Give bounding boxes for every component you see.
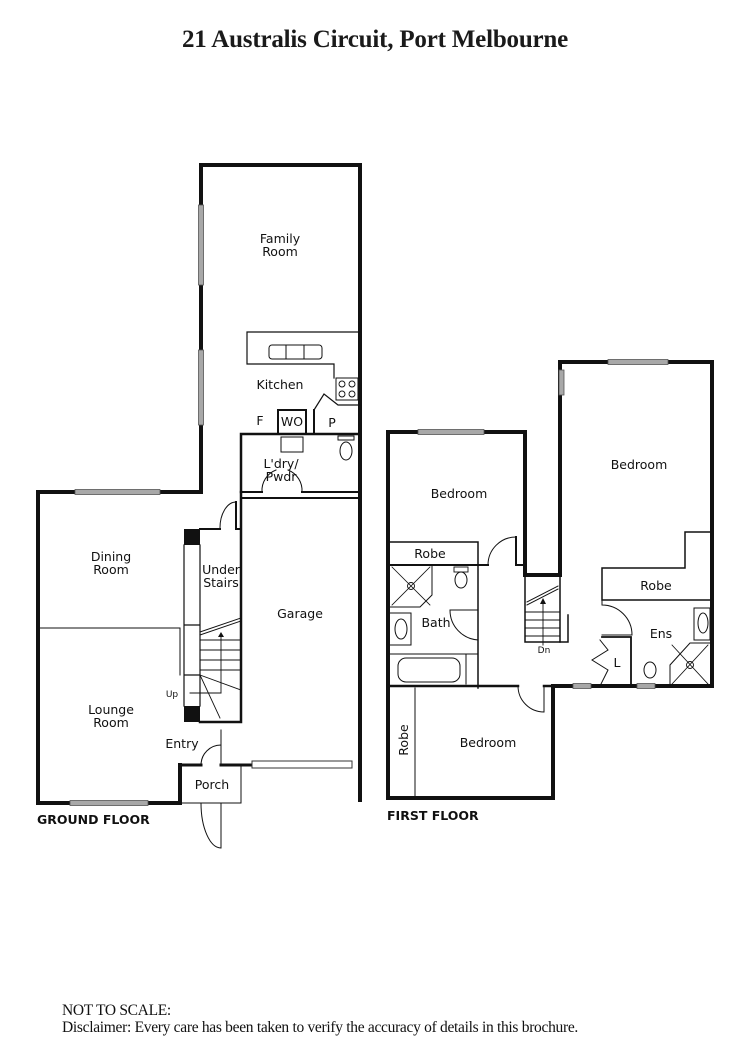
label-wall-oven: WO	[281, 414, 303, 429]
garage-door	[251, 760, 353, 769]
room-label-kitchen: Kitchen	[257, 377, 304, 392]
room-label-laundry: L'dry/	[263, 456, 299, 471]
stairs-down-label: Dn	[538, 646, 551, 656]
bathtub-icon	[397, 657, 461, 683]
stairs-up-label: Up	[166, 690, 179, 700]
room-label-robe-1: Robe	[414, 546, 446, 561]
first-floor-plan	[386, 359, 714, 800]
window	[198, 349, 204, 426]
room-label-bedroom-2: Bedroom	[611, 457, 668, 472]
room-label-entry: Entry	[165, 736, 199, 751]
room-label-bath: Bath	[421, 615, 450, 630]
disclaimer: Disclaimer: Every care has been taken to…	[62, 1019, 578, 1036]
room-label-porch: Porch	[195, 777, 229, 792]
page-title: 21 Australis Circuit, Port Melbourne	[181, 26, 569, 53]
room-label-linen: L	[614, 655, 621, 670]
ground-floor-plan	[36, 163, 362, 849]
room-label-bedroom-1: Bedroom	[431, 486, 488, 501]
window	[636, 683, 656, 689]
scale-note: NOT TO SCALE:	[62, 1002, 171, 1019]
room-label-under-stairs-2: Stairs	[203, 575, 239, 590]
label-pantry: P	[328, 415, 336, 430]
room-label-laundry-2: Pwdr	[266, 469, 298, 484]
window	[417, 429, 485, 435]
basin-icon	[697, 612, 709, 634]
window	[607, 359, 669, 365]
room-label-under-stairs: Under	[202, 562, 241, 577]
label-fridge: F	[256, 413, 263, 428]
window	[69, 800, 149, 806]
room-label-robe-3: Robe	[396, 724, 411, 756]
basin-icon	[394, 618, 408, 640]
first-floor-label: FIRST FLOOR	[387, 808, 479, 823]
toilet-icon	[339, 441, 353, 461]
room-label-robe-2: Robe	[640, 578, 672, 593]
cooktop-icon	[335, 377, 359, 401]
room-label-family: Family	[260, 231, 301, 246]
room-labels: Family Room Kitchen F WO P L'dry/ Pwdr D…	[37, 231, 672, 827]
toilet-icon	[454, 571, 468, 589]
sink-icon	[268, 344, 323, 360]
room-label-dining-2: Room	[93, 562, 129, 577]
room-label-lounge: Lounge	[88, 702, 134, 717]
window	[198, 204, 204, 286]
room-label-dining: Dining	[91, 549, 131, 564]
window	[74, 489, 161, 495]
room-label-lounge-2: Room	[93, 715, 129, 730]
footer: NOT TO SCALE: Disclaimer: Every care has…	[62, 1002, 578, 1036]
window	[558, 369, 565, 396]
toilet-icon	[643, 661, 657, 679]
room-label-family-2: Room	[262, 244, 298, 259]
laundry-trough-icon	[280, 436, 304, 453]
room-label-bedroom-3: Bedroom	[460, 735, 517, 750]
window	[572, 683, 592, 689]
room-label-garage: Garage	[277, 606, 323, 621]
room-label-ensuite: Ens	[650, 626, 672, 641]
ground-floor-label: GROUND FLOOR	[37, 812, 150, 827]
